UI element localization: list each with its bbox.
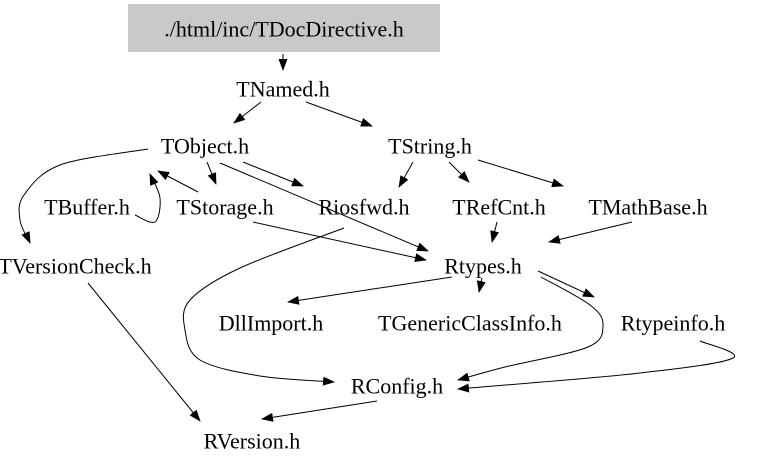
edge-TStorage-to-TObject (157, 170, 199, 193)
node-TString[interactable]: TString.h (388, 134, 472, 159)
node-TVersionCheck[interactable]: TVersionCheck.h (0, 254, 152, 279)
node-DllImport[interactable]: DllImport.h (219, 311, 324, 336)
edge-Rtypes-to-Rtypeinfo (537, 270, 595, 298)
root-node-box (128, 4, 440, 52)
node-TDocDirective: ./html/inc/TDocDirective.h (164, 17, 404, 42)
edge-TObject-to-TStorage (206, 161, 217, 185)
nodes-layer: ./html/inc/TDocDirective.hTNamed.hTObjec… (0, 4, 725, 454)
edge-TMathBase-to-Rtypes (548, 221, 633, 244)
edge-Rtypes-to-DllImport (287, 276, 453, 305)
edge-TObject-to-Riosfwd (242, 161, 304, 187)
edge-TNamed-to-TObject (233, 101, 262, 124)
edge-TBuffer-to-TObject (134, 173, 161, 224)
edge-TString-to-TMathBase (477, 159, 564, 188)
node-TBuffer[interactable]: TBuffer.h (44, 195, 130, 220)
node-TMathBase[interactable]: TMathBase.h (588, 195, 707, 220)
edge-Rtypes-to-RConfig (457, 276, 604, 382)
edge-RConfig-to-RVersion (261, 400, 378, 422)
edge-TStorage-to-Rtypes (252, 221, 427, 263)
node-RConfig[interactable]: RConfig.h (351, 374, 443, 399)
edge-TObject-to-TVersionCheck (18, 148, 149, 244)
node-TGenericClassInfo[interactable]: TGenericClassInfo.h (378, 311, 562, 336)
node-TNamed[interactable]: TNamed.h (236, 77, 329, 102)
node-TRefCnt[interactable]: TRefCnt.h (452, 195, 546, 220)
edge-TVersionCheck-to-RVersion (87, 282, 201, 422)
edge-TObject-to-Rtypes (219, 162, 429, 252)
edge-TString-to-TRefCnt (448, 161, 470, 183)
node-TObject[interactable]: TObject.h (161, 134, 249, 159)
edge-Riosfwd-to-RConfig (182, 227, 345, 386)
node-Rtypeinfo[interactable]: Rtypeinfo.h (621, 311, 726, 336)
edges-layer (18, 54, 736, 422)
edge-Rtypeinfo-to-RConfig (457, 340, 736, 393)
node-TStorage[interactable]: TStorage.h (176, 195, 273, 220)
node-Rtypes[interactable]: Rtypes.h (444, 254, 522, 279)
edge-TRefCnt-to-Rtypes (490, 221, 500, 243)
edge-Rtypes-to-TGenericClassInfo (476, 277, 486, 293)
edge-TNamed-to-TString (305, 101, 373, 127)
node-RVersion[interactable]: RVersion.h (204, 429, 301, 454)
edge-TString-to-Riosfwd (398, 161, 414, 188)
node-Riosfwd[interactable]: Riosfwd.h (318, 195, 409, 220)
